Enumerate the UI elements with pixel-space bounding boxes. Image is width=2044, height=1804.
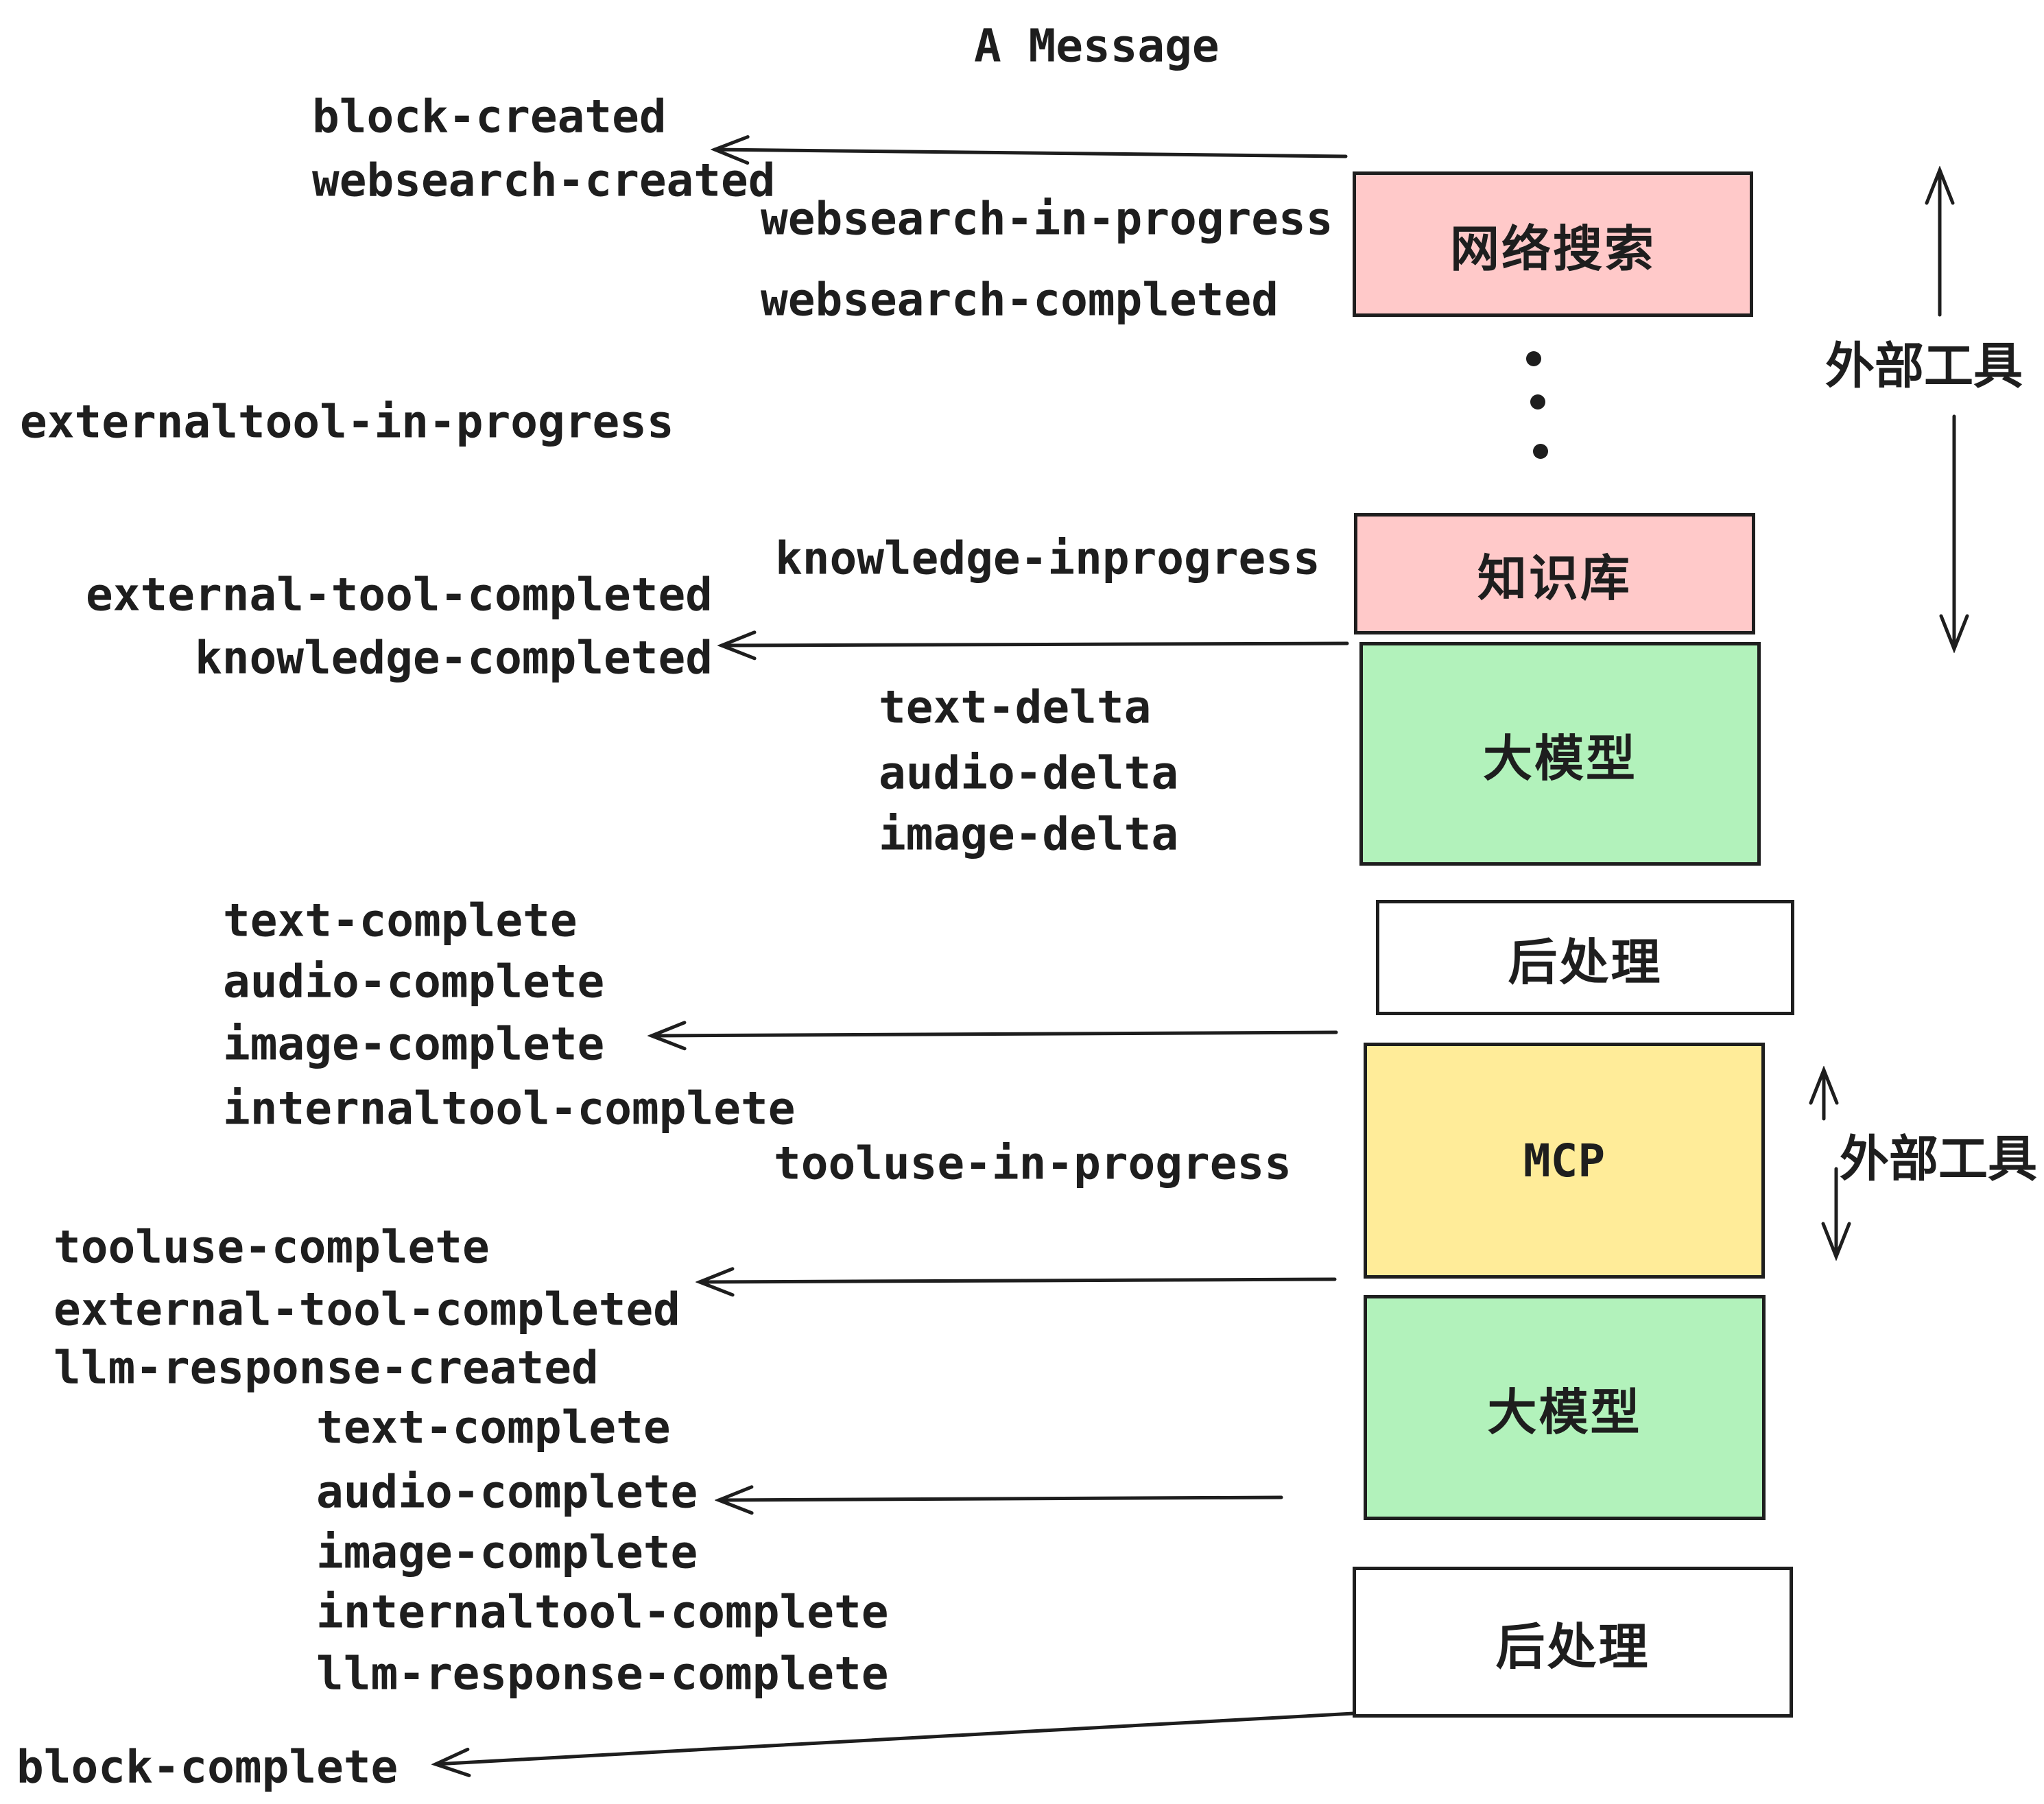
box-llm-top: 大模型	[1359, 642, 1761, 866]
box-postprocess-top-label: 后处理	[1508, 933, 1663, 991]
side-label-external-tools-top: 外部工具	[1825, 337, 2023, 395]
event-label-external-tool-completed-2: external-tool-completed	[54, 1283, 680, 1336]
event-label-audio-complete-1: audio-complete	[223, 955, 605, 1008]
event-label-tooluse-complete: tooluse-complete	[54, 1220, 490, 1274]
event-label-audio-complete-2: audio-complete	[316, 1465, 698, 1519]
diagram-title: A Message	[974, 19, 1220, 73]
ellipsis-dot	[1526, 351, 1541, 366]
box-postprocess-bottom-label: 后处理	[1495, 1617, 1650, 1676]
box-websearch: 网络搜索	[1353, 171, 1753, 317]
arrow-audio-complete	[719, 1497, 1283, 1500]
box-postprocess-bottom: 后处理	[1353, 1567, 1793, 1718]
event-label-image-delta-1: image-delta	[879, 807, 1179, 861]
arrow-tooluse-complete	[700, 1279, 1337, 1282]
event-label-knowledge-completed: knowledge-completed	[195, 631, 713, 685]
ellipsis-dots	[1526, 351, 1548, 459]
event-label-external-tool-completed-1: external-tool-completed	[86, 568, 713, 621]
event-label-internaltool-complete-2: internaltool-complete	[316, 1585, 889, 1639]
ellipsis-dot	[1530, 394, 1545, 410]
arrow-knowledge-completed	[722, 643, 1349, 645]
box-llm-bottom-label: 大模型	[1487, 1383, 1642, 1441]
arrow-block-created	[715, 150, 1348, 156]
event-label-llm-response-created: llm-response-created	[54, 1341, 599, 1394]
ellipsis-dot	[1533, 444, 1548, 459]
box-postprocess-top: 后处理	[1376, 900, 1794, 1015]
box-llm-top-label: 大模型	[1482, 729, 1637, 787]
arrow-image-complete	[652, 1032, 1338, 1036]
event-label-websearch-in-progress: websearch-in-progress	[761, 192, 1333, 246]
event-label-llm-response-complete: llm-response-complete	[316, 1647, 889, 1700]
arrow-block-complete	[436, 1711, 1355, 1764]
side-label-external-tools-middle: 外部工具	[1840, 1130, 2038, 1188]
event-label-text-complete-1: text-complete	[223, 894, 578, 947]
event-label-block-created: block-created	[312, 90, 667, 143]
event-label-image-complete-1: image-complete	[223, 1017, 605, 1071]
box-websearch-label: 网络搜索	[1449, 219, 1656, 278]
event-label-knowledge-inprogress: knowledge-inprogress	[775, 532, 1320, 585]
box-mcp: MCP	[1364, 1043, 1765, 1279]
box-llm-bottom: 大模型	[1364, 1295, 1766, 1520]
event-label-block-complete: block-complete	[16, 1740, 399, 1794]
event-label-websearch-completed: websearch-completed	[761, 273, 1279, 327]
event-label-websearch-created: websearch-created	[312, 154, 776, 207]
event-label-image-complete-2: image-complete	[316, 1526, 698, 1579]
event-label-text-complete-2: text-complete	[316, 1401, 671, 1454]
box-knowledge: 知识库	[1354, 513, 1755, 634]
event-label-externaltool-in-progress: externaltool-in-progress	[20, 395, 674, 449]
event-label-tooluse-in-progress: tooluse-in-progress	[774, 1137, 1292, 1190]
box-knowledge-label: 知识库	[1477, 549, 1632, 607]
event-label-internaltool-complete-1: internaltool-complete	[223, 1082, 796, 1135]
event-label-text-delta-1: text-delta	[879, 680, 1152, 734]
event-label-audio-delta-1: audio-delta	[879, 746, 1179, 800]
box-mcp-label: MCP	[1523, 1134, 1606, 1187]
